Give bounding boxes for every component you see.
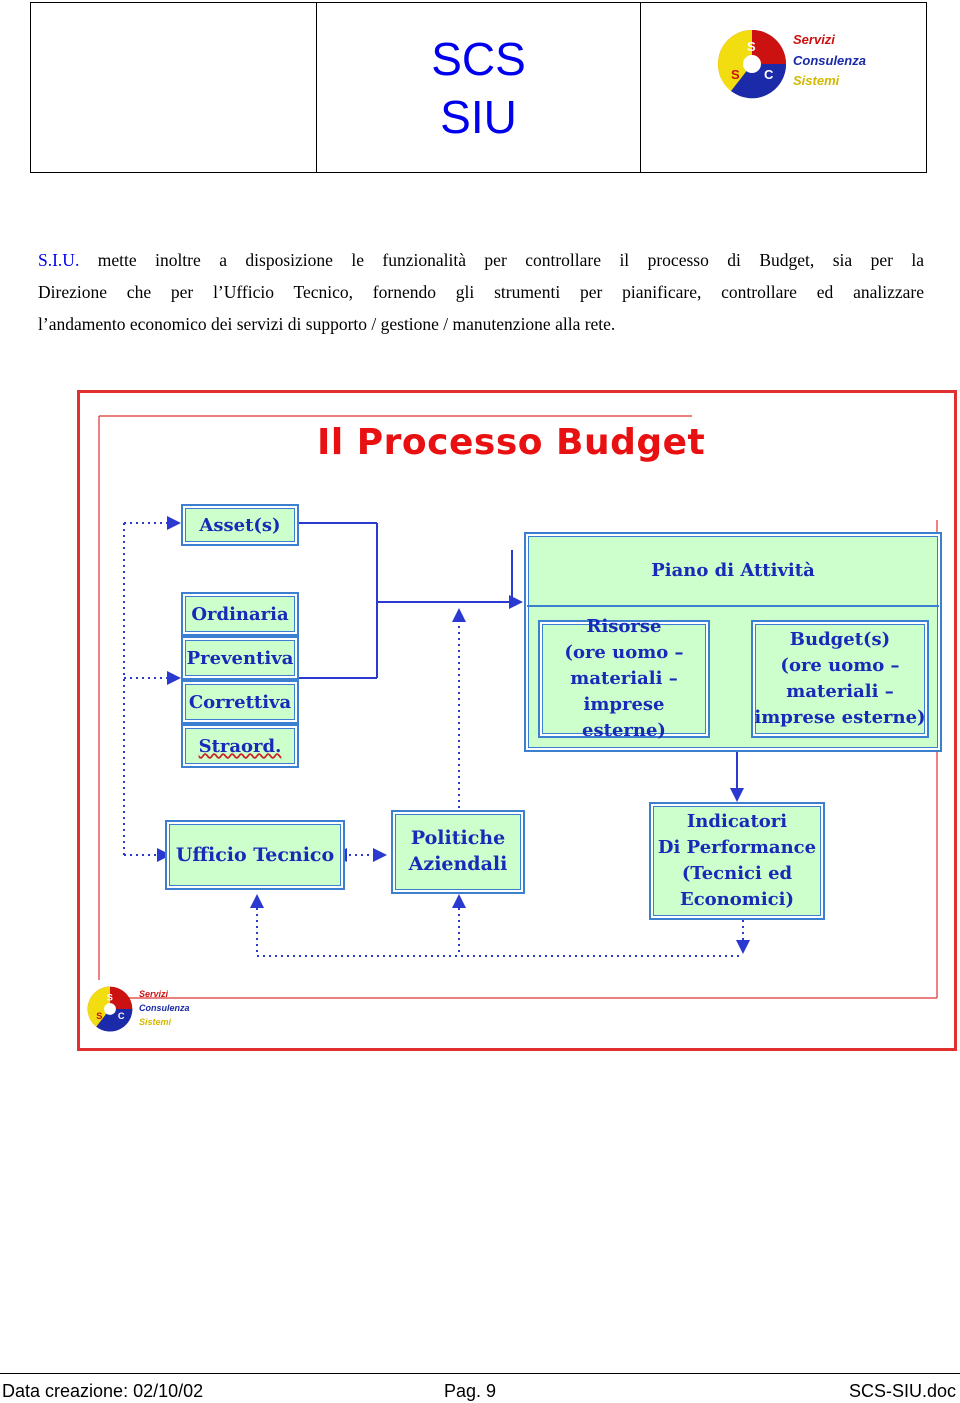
svg-text:S: S	[96, 1011, 102, 1021]
box-indicatori-performance: Indicatori Di Performance (Tecnici ed Ec…	[649, 802, 825, 920]
header-table: SCS SIU S S C Servizi Consulenza Sistemi	[30, 2, 927, 173]
box-budget: Budget(s) (ore uomo – materiali – impres…	[751, 620, 929, 738]
box-assets: Asset(s)	[181, 504, 299, 546]
yin-yang-logo-icon: S S C	[717, 30, 787, 99]
box-preventiva: Preventiva	[181, 636, 299, 680]
paragraph-line-3: l’andamento economico dei servizi di sup…	[38, 314, 616, 334]
box-straordinaria: Straord.	[181, 724, 299, 768]
page-footer: Data creazione: 02/10/02 Pag. 9 SCS-SIU.…	[0, 1373, 960, 1403]
svg-text:S: S	[107, 992, 113, 1002]
footer-date: Data creazione: 02/10/02	[2, 1381, 204, 1401]
piano-title: Piano di Attività	[527, 535, 939, 607]
diagram-logo: S S C	[87, 984, 133, 1039]
siu-link-text: S.I.U.	[38, 250, 80, 270]
logo-word-servizi: Servizi	[793, 32, 835, 47]
box-correttiva: Correttiva	[181, 680, 299, 724]
box-politiche-aziendali: Politiche Aziendali	[391, 810, 525, 894]
header-title-line2: SIU	[440, 90, 517, 143]
svg-text:C: C	[118, 1011, 125, 1021]
logo-wordmark: Servizi Consulenza Sistemi	[793, 32, 866, 89]
footer-filename: SCS-SIU.doc	[848, 1381, 956, 1401]
header-title-line1: SCS	[431, 32, 526, 85]
svg-text:C: C	[764, 67, 774, 82]
budget-process-diagram: Il Processo Budget Asset(s) Ordinaria Pr…	[77, 390, 957, 1051]
diagram-title: Il Processo Budget	[317, 422, 706, 463]
box-risorse: Risorse (ore uomo – materiali – imprese …	[538, 616, 710, 741]
paragraph-line-2: Direzione che per l’Ufficio Tecnico, for…	[38, 282, 924, 302]
logo-word-consulenza: Consulenza	[793, 52, 866, 68]
yin-yang-logo-small-icon: S S C	[87, 986, 133, 1032]
svg-text:S: S	[731, 67, 740, 82]
box-ordinaria: Ordinaria	[181, 592, 299, 636]
diagram-logo-wordmark: Servizi Consulenza Sistemi	[139, 989, 190, 1028]
connector-lines	[123, 522, 744, 957]
header-title-cell: SCS SIU	[317, 3, 641, 172]
footer-page-number: Pag. 9	[444, 1381, 497, 1401]
logo-word-sistemi: Sistemi	[793, 73, 840, 89]
svg-text:S: S	[747, 39, 756, 54]
paragraph-line-1: S.I.U. mette inoltre a disposizione le f…	[38, 250, 924, 270]
header-logo-cell: S S C Servizi Consulenza Sistemi	[641, 3, 926, 172]
company-logo: S S C	[717, 27, 787, 106]
header-empty-cell	[31, 3, 317, 172]
intro-paragraph: S.I.U. mette inoltre a disposizione le f…	[38, 244, 924, 340]
diagram-frame	[77, 390, 957, 1051]
box-ufficio-tecnico: Ufficio Tecnico	[165, 820, 345, 890]
